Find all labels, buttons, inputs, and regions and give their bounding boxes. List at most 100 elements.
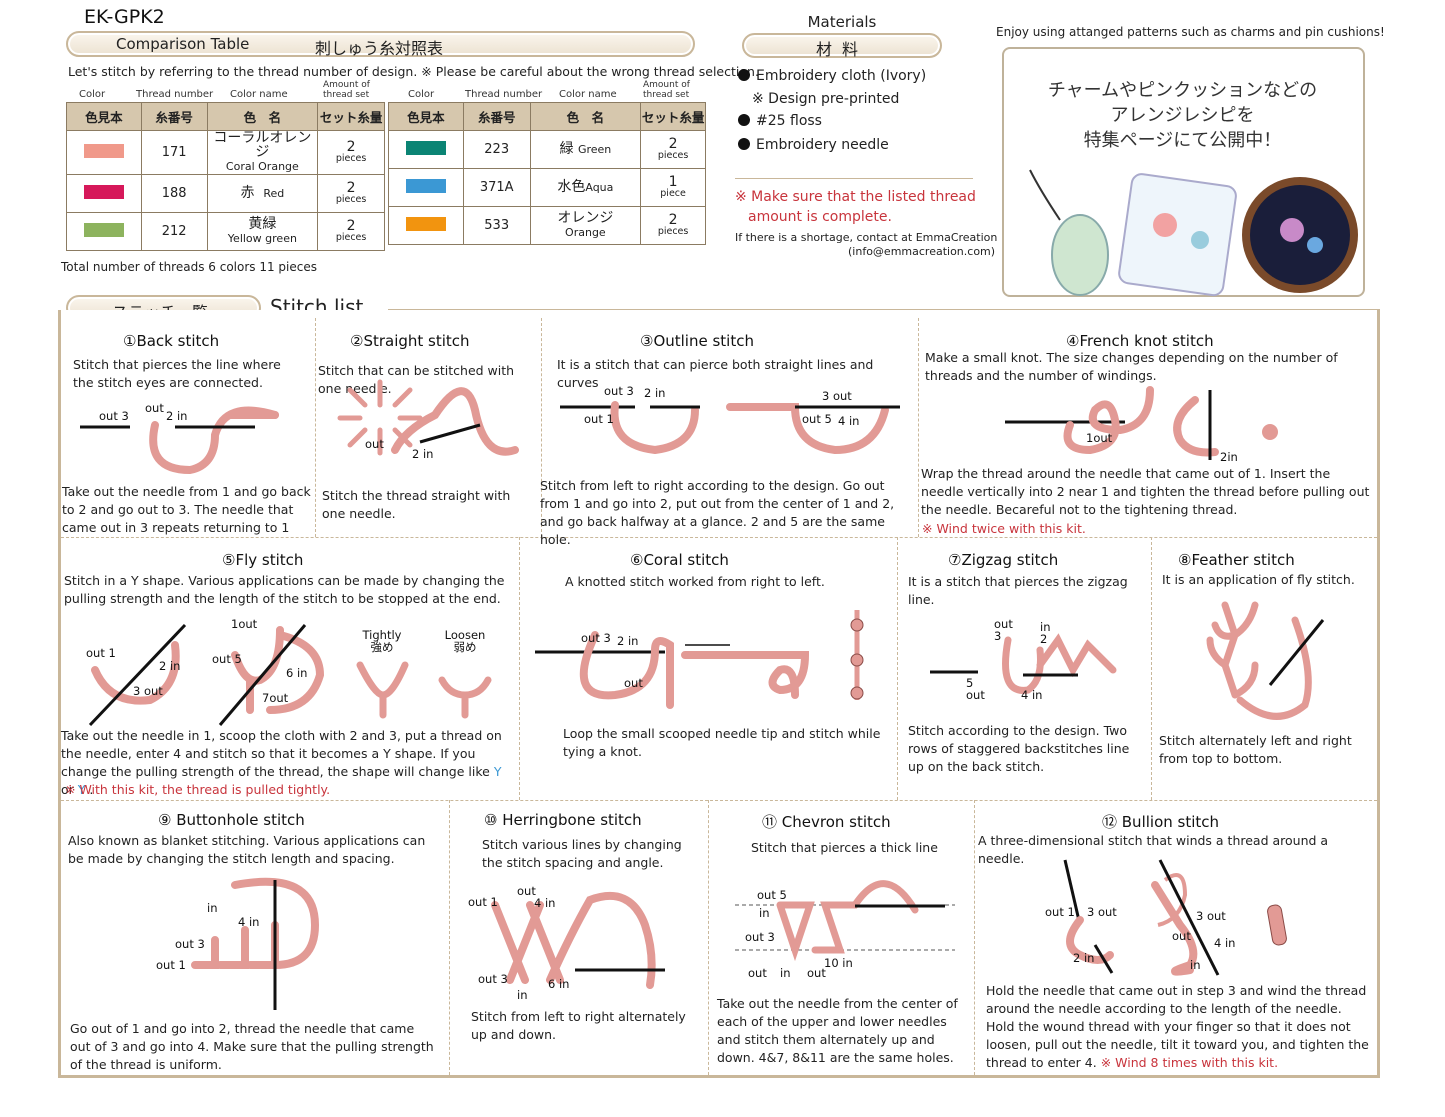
materials-divider (735, 178, 973, 179)
stitch-desc-back: Stitch that pierces the line where the s… (73, 357, 281, 390)
stitch-how-zigzag: Stitch according to the design. Two rows… (908, 723, 1130, 774)
stitch-title-buttonhole: ⑨ Buttonhole stitch (158, 811, 305, 829)
small-y-icon: Y (493, 764, 502, 779)
comparison-title-jp: 刺しゅう糸対照表 (315, 39, 444, 58)
col-label-amount: Amount of thread set (323, 80, 370, 100)
promo-frame (1002, 47, 1365, 297)
col-label-name: Color name (230, 89, 288, 100)
straight-stitch-diagram (337, 379, 519, 456)
stitch-note-french-knot: ※ Wind twice with this kit. (922, 521, 1086, 536)
thread-qty: 1 (668, 174, 678, 190)
color-name-jp: コーラルオレンジ (213, 130, 312, 160)
promo-caption: Enjoy using attanged patterns such as ch… (996, 25, 1385, 39)
th-name: 色 名 (529, 102, 642, 131)
needle-icon (419, 423, 481, 444)
buttonhole-stitch-diagram (191, 877, 320, 1010)
thread-unit: pieces (335, 194, 367, 205)
comparison-banner: Comparison Table 刺しゅう糸対照表 (66, 31, 695, 58)
color-name-jp: オレンジ (557, 210, 614, 226)
stitch-desc-buttonhole: Also known as blanket stitching. Various… (68, 833, 426, 866)
stitch-title-outline: ③Outline stitch (640, 332, 754, 350)
th-number: 糸番号 (140, 102, 208, 131)
stitch-how-bullion: Hold the needle that came out in step 3 … (986, 983, 1369, 1070)
color-name-en: Yellow green (227, 232, 297, 245)
color-name-en: Aqua (585, 181, 614, 194)
thread-number: 171 (140, 130, 208, 175)
th-swatch: 色見本 (388, 102, 464, 131)
thread-qty: 2 (346, 218, 356, 234)
row-divider (61, 800, 1377, 801)
feather-stitch-diagram (1206, 601, 1325, 720)
bullet-icon (738, 114, 750, 126)
thread-number: 188 (140, 174, 208, 213)
col-label-color: Color (79, 89, 106, 100)
zigzag-stitch-diagram (930, 633, 1117, 694)
stitch-how-buttonhole: Go out of 1 and go into 2, thread the ne… (70, 1021, 434, 1072)
needle-icon (88, 623, 187, 727)
col-label-amount-r: Amount of thread set (643, 80, 690, 100)
stitch-title-straight: ②Straight stitch (350, 332, 470, 350)
french-knot-diagram (1005, 386, 1278, 460)
col-label-name-r: Color name (559, 89, 617, 100)
stitch-desc-french-knot: Make a small knot. The size changes depe… (925, 350, 1338, 383)
thread-qty: 2 (668, 136, 678, 152)
bullet-icon (738, 69, 750, 81)
stitch-desc-coral: A knotted stitch worked from right to le… (565, 574, 825, 589)
small-y-icon-2: Y (77, 782, 86, 797)
color-swatch (405, 216, 446, 231)
stitch-desc-chevron: Stitch that pierces a thick line (751, 840, 938, 855)
thread-unit: pieces (335, 153, 367, 164)
col-label-number-r: Thread number (465, 89, 543, 100)
stitch-desc-outline: It is a stitch that can pierce both stra… (557, 357, 874, 390)
pin-cushion-icon (1118, 173, 1237, 297)
outline-stitch-diagram (560, 401, 900, 455)
stitch-title-bullion: ⑫ Bullion stitch (1102, 813, 1220, 831)
color-name-jp: 水色 (557, 179, 586, 195)
coral-stitch-diagram (535, 610, 864, 709)
needle-icon (1063, 859, 1082, 926)
thread-number: 371A (462, 168, 531, 207)
materials-note: ※ Make sure that the listed thread (735, 189, 976, 205)
chevron-stitch-diagram (735, 880, 955, 962)
needle-icon (1268, 619, 1325, 686)
th-name: 色 名 (206, 102, 319, 131)
color-swatch (83, 143, 124, 158)
materials-title-jp: 材料 (815, 40, 868, 59)
material-subitem: ※ Design pre-printed (752, 91, 900, 107)
materials-note-2: amount is complete. (748, 209, 892, 225)
bullet-icon (738, 138, 750, 150)
material-item: Embroidery needle (738, 137, 889, 153)
herringbone-stitch-diagram (491, 892, 665, 989)
color-name-jp: 緑 (559, 141, 574, 157)
stitch-how-french-knot: Wrap the thread around the needle that c… (921, 466, 1370, 517)
thread-number: 212 (140, 212, 208, 251)
materials-title: Materials (807, 13, 877, 31)
back-stitch-diagram (80, 406, 279, 475)
th-amount: セット糸量 (317, 102, 385, 131)
color-swatch (83, 184, 124, 199)
instruction-text: Let's stitch by referring to the thread … (68, 64, 759, 79)
materials-banner: 材料 (742, 33, 942, 59)
promo-text: チャームやピンクッションなどのアレンジレシピを特集ページにて公開中！ (1047, 80, 1318, 151)
col-label-color-r: Color (408, 89, 435, 100)
fly-stitch-diagram (88, 623, 492, 727)
row-divider (61, 537, 1377, 538)
color-name-en: Green (577, 143, 612, 156)
charm-icon (1051, 214, 1109, 296)
stitch-title-coral: ⑥Coral stitch (630, 551, 729, 569)
stitch-how-coral: Loop the small scooped needle tip and st… (563, 726, 881, 759)
stitch-title-fly: ⑤Fly stitch (222, 551, 304, 569)
product-code: EK-GPK2 (84, 6, 165, 28)
thread-unit: pieces (657, 150, 689, 161)
thread-unit: pieces (657, 226, 689, 237)
stitch-title-french-knot: ④French knot stitch (1066, 332, 1214, 350)
stitch-title-herringbone: ⑩ Herringbone stitch (484, 811, 642, 829)
stitch-how-straight: Stitch the thread straight with one need… (322, 488, 511, 521)
stitch-title-back: ①Back stitch (123, 332, 220, 350)
